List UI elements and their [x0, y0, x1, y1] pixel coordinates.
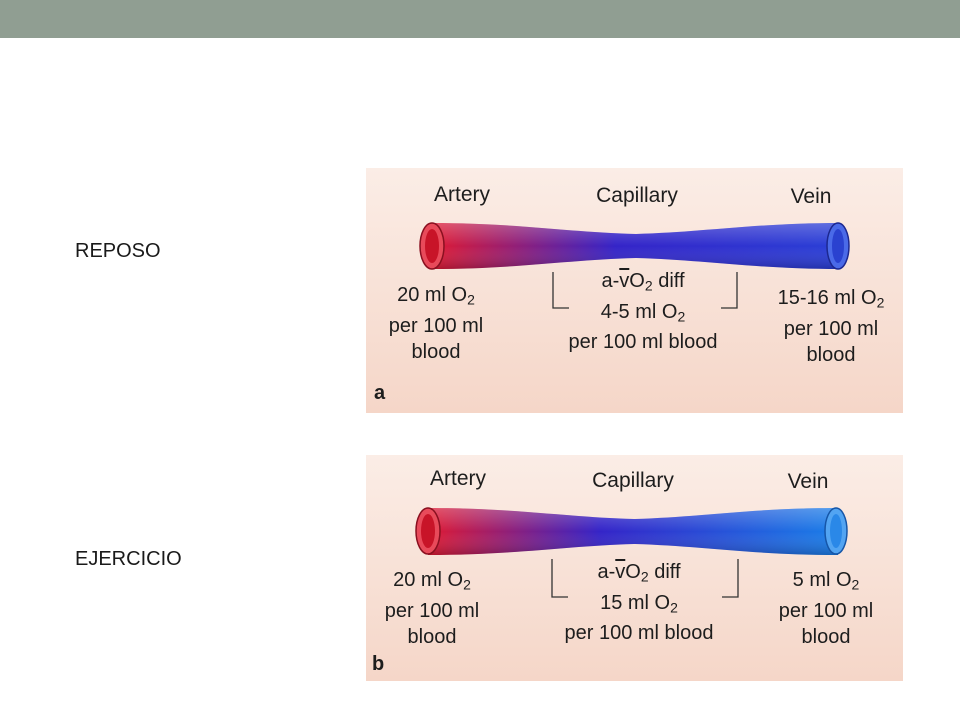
- diff-bracket-b: [551, 559, 739, 598]
- exercise-label: EJERCICIO: [75, 548, 182, 570]
- panel-exercise-diagram: Artery Capillary Vein 20 ml O2 per 100 m…: [366, 455, 903, 681]
- panel-tag: a: [374, 382, 386, 404]
- panel-rest-diagram: Artery Capillary Vein 20 ml O2 per 100 m…: [366, 168, 903, 413]
- artery-header: Artery: [433, 183, 490, 206]
- slide-top-bar: [0, 0, 960, 38]
- vein-o2-text: 5 ml O2 per 100 ml blood: [778, 569, 874, 648]
- diff-bracket-a: [552, 272, 738, 309]
- av-o2-diff-text: a-vO2 diff 15 ml O2 per 100 ml blood: [564, 561, 714, 644]
- artery-o2-text: 20 ml O2 per 100 ml blood: [388, 284, 484, 363]
- capillary-header: Capillary: [592, 469, 674, 492]
- av-o2-diff-text: a-vO2 diff 4-5 ml O2 per 100 ml blood: [568, 270, 718, 353]
- vein-o2-text: 15-16 ml O2 per 100 ml blood: [777, 287, 885, 366]
- vein-header: Vein: [790, 185, 832, 208]
- vein-header: Vein: [787, 470, 829, 493]
- vessel-diagram-a: [419, 222, 850, 309]
- rest-label: REPOSO: [75, 240, 161, 262]
- panel-tag: b: [372, 653, 385, 675]
- artery-o2-text: 20 ml O2 per 100 ml blood: [384, 569, 480, 648]
- capillary-header: Capillary: [596, 184, 678, 207]
- vessel-diagram-b: [415, 507, 848, 598]
- artery-header: Artery: [429, 467, 486, 490]
